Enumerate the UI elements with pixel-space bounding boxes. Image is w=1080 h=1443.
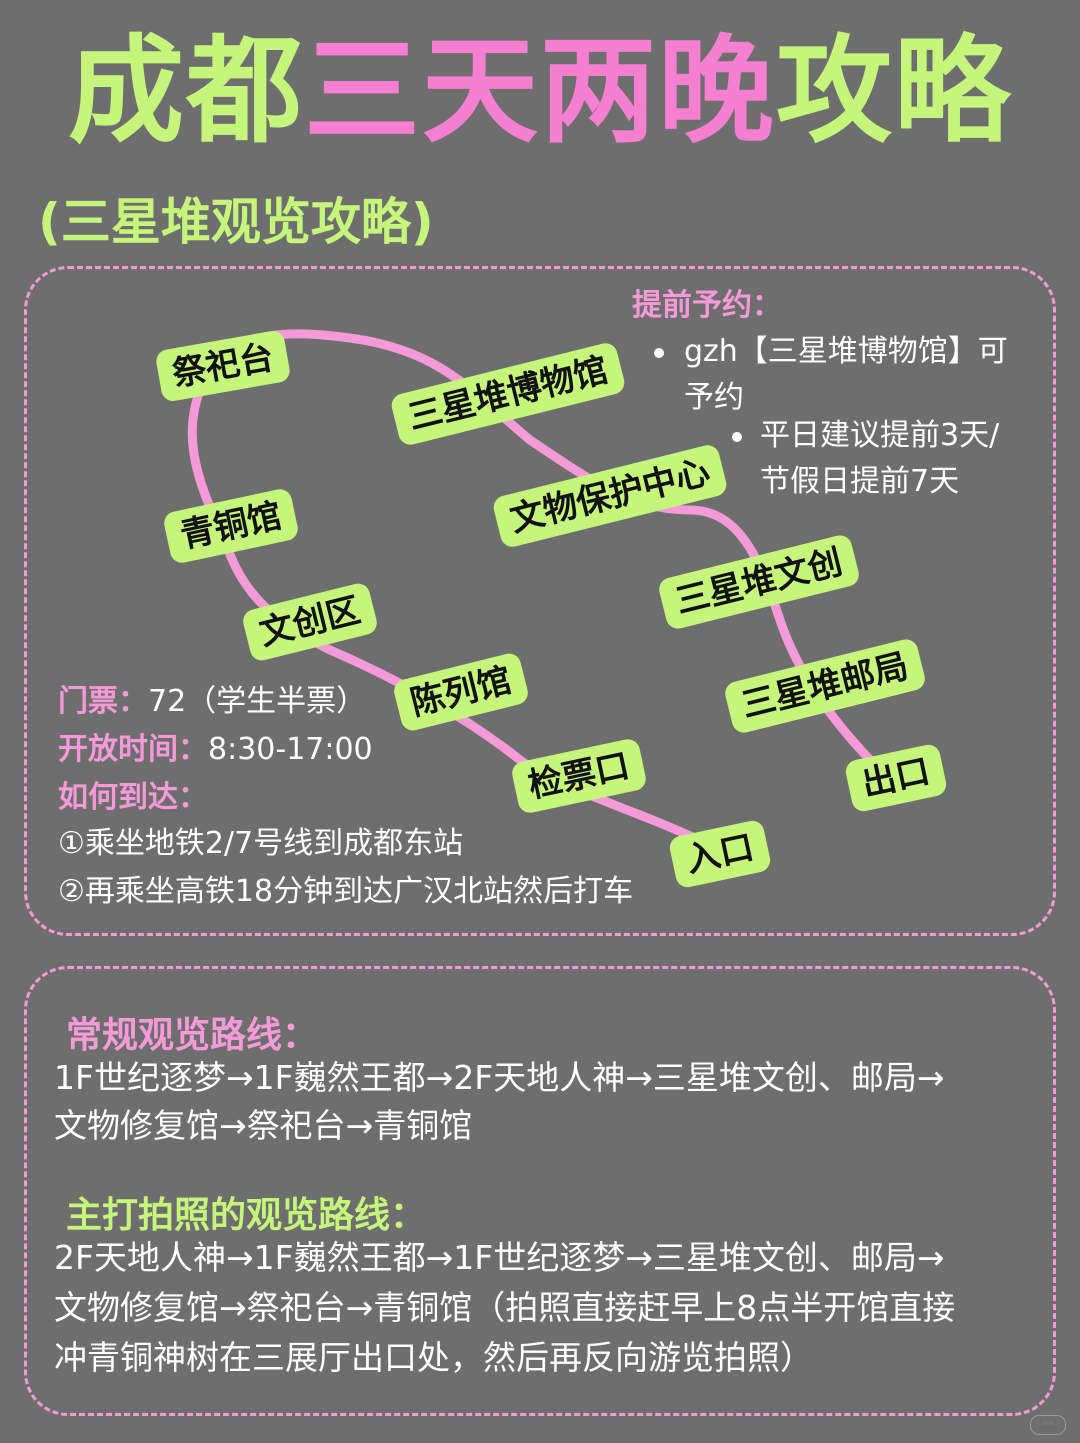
booking-bullet-1	[654, 348, 664, 358]
howto-step-2: ②再乘坐高铁18分钟到达广汉北站然后打车	[58, 874, 634, 909]
routes-panel	[24, 966, 1056, 1416]
booking-label: 提前予约：	[632, 288, 782, 323]
booking-item-2-line1: 平日建议提前3天/	[760, 418, 1000, 453]
photo-route-line-2: 文物修复馆→祭祀台→青铜馆（拍照直接赶早上8点半开馆直接	[54, 1288, 956, 1327]
title-part-chengdu: 成都	[68, 24, 304, 159]
watermark-icon: ◦◦	[1030, 1415, 1066, 1435]
title-part-guide: 攻略	[776, 24, 1012, 159]
ticket-label: 门票：	[58, 684, 148, 719]
howto-step-1: ①乘坐地铁2/7号线到成都东站	[58, 826, 464, 861]
photo-route-line-3: 冲青铜神树在三展厅出口处，然后再反向游览拍照）	[54, 1338, 813, 1377]
page-title: 成都三天两晚攻略	[0, 22, 1080, 162]
ticket-row: 门票：72（学生半票）	[58, 680, 366, 724]
regular-route-line-2: 文物修复馆→祭祀台→青铜馆	[54, 1106, 473, 1145]
page-subtitle: (三星堆观览攻略)	[38, 193, 434, 251]
booking-item-1-line1: gzh【三星堆博物馆】可	[684, 334, 1008, 369]
booking-item-2-line2: 节假日提前7天	[760, 464, 960, 499]
regular-route-title: 常规观览路线：	[66, 1015, 319, 1056]
map-info-panel	[24, 266, 1056, 936]
photo-route-title: 主打拍照的观览路线：	[66, 1195, 427, 1236]
hours-label: 开放时间：	[58, 732, 208, 767]
hours-row: 开放时间：8:30-17:00	[58, 728, 373, 772]
regular-route-line-1: 1F世纪逐梦→1F巍然王都→2F天地人神→三星堆文创、邮局→	[54, 1058, 945, 1097]
booking-bullet-2	[732, 432, 742, 442]
booking-item-1-line2: 予约	[684, 380, 744, 415]
howto-label: 如何到达：	[58, 780, 208, 815]
title-part-days: 三天两晚	[304, 24, 776, 159]
hours-value: 8:30-17:00	[208, 732, 373, 767]
ticket-value: 72（学生半票）	[148, 684, 367, 719]
photo-route-line-1: 2F天地人神→1F巍然王都→1F世纪逐梦→三星堆文创、邮局→	[54, 1238, 945, 1277]
